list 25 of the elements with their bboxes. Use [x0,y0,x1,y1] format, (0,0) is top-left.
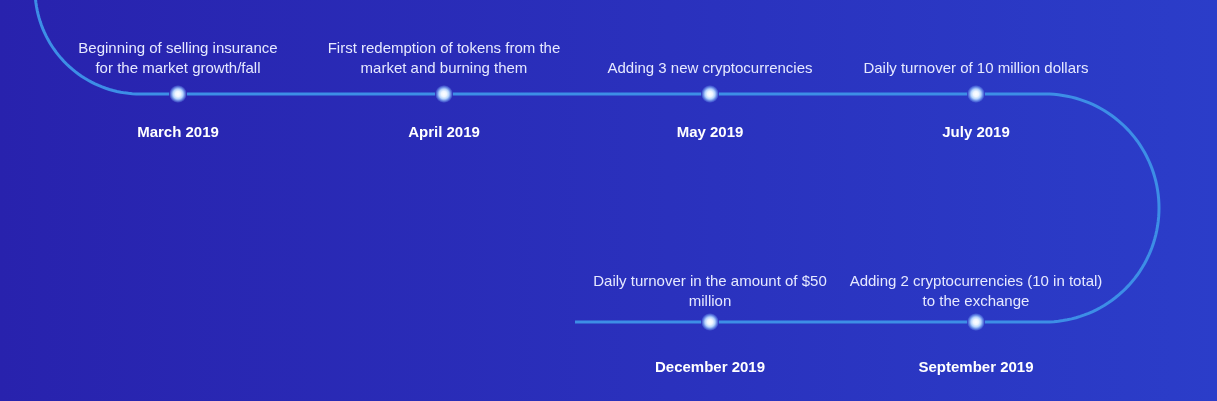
timeline-line [719,92,967,96]
milestone-date: July 2019 [941,122,1011,142]
milestone-description: First redemption of tokens from the market and burning them [326,38,562,78]
milestone-dot [169,85,187,103]
milestone-description: Daily turnover of 10 million dollars [862,58,1090,78]
milestone-dot [435,85,453,103]
milestone-date: April 2019 [407,122,481,142]
timeline-line [719,320,967,324]
milestone-dot [967,85,985,103]
timeline-line [32,0,169,96]
timeline-line [187,92,435,96]
milestone-date: March 2019 [136,122,220,142]
timeline-line [453,92,701,96]
milestone-description: Adding 3 new cryptocurrencies [606,58,814,78]
milestone-date: September 2019 [917,357,1035,377]
milestone-description: Beginning of selling insurance for the market growth/fall [77,38,279,78]
milestone-dot [967,313,985,331]
milestone-dot [701,85,719,103]
timeline-line [985,92,1161,324]
timeline-line [575,320,701,324]
milestone-dot [701,313,719,331]
milestone-description: Adding 2 cryptocurrencies (10 in total) to the exchange [848,271,1104,311]
milestone-date: December 2019 [653,357,767,377]
milestone-date: May 2019 [675,122,745,142]
milestone-description: Daily turnover in the amount of $50 million [592,271,828,311]
